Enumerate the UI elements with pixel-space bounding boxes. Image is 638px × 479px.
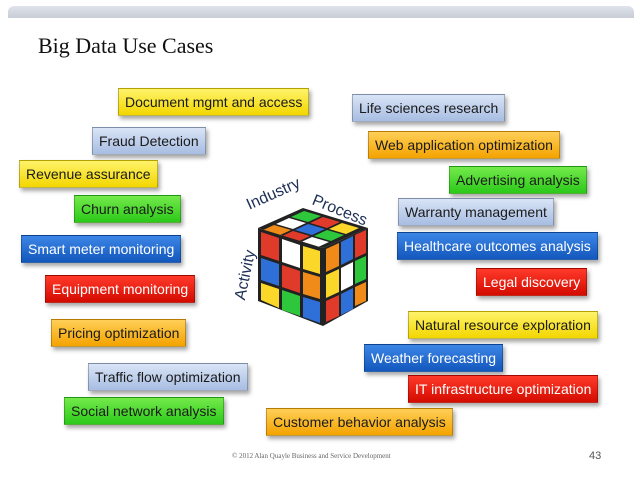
cube-top-face xyxy=(258,208,368,248)
tag-document-mgmt: Document mgmt and access xyxy=(118,88,310,116)
tag-traffic-flow: Traffic flow optimization xyxy=(88,363,248,391)
tag-warranty-management: Warranty management xyxy=(398,198,554,226)
tag-it-infrastructure: IT infrastructure optimization xyxy=(408,375,599,403)
tag-smart-meter: Smart meter monitoring xyxy=(21,235,182,263)
tag-advertising-analysis: Advertising analysis xyxy=(449,166,587,194)
copyright-footer: © 2012 Alan Quayle Business and Service … xyxy=(232,452,391,460)
tag-weather-forecasting: Weather forecasting xyxy=(364,344,504,372)
slide-title: Big Data Use Cases xyxy=(38,33,214,58)
rubiks-cube-diagram: Industry Process Activity xyxy=(228,175,388,336)
tag-churn-analysis: Churn analysis xyxy=(74,195,181,223)
tag-fraud-detection: Fraud Detection xyxy=(92,127,206,155)
tag-equipment-monitoring: Equipment monitoring xyxy=(45,275,196,303)
tag-revenue-assurance: Revenue assurance xyxy=(19,160,158,188)
tag-web-app-optimization: Web application optimization xyxy=(368,131,560,159)
tag-customer-behavior: Customer behavior analysis xyxy=(266,408,453,436)
header-bar xyxy=(8,6,634,18)
tag-life-sciences: Life sciences research xyxy=(352,94,506,122)
cube-right-face xyxy=(323,228,368,326)
page-number: 43 xyxy=(589,450,602,462)
tag-legal-discovery: Legal discovery xyxy=(476,268,588,296)
tag-natural-resource: Natural resource exploration xyxy=(408,311,598,339)
cube-left-face xyxy=(258,228,323,326)
tag-social-network: Social network analysis xyxy=(64,397,224,425)
tag-pricing-optimization: Pricing optimization xyxy=(51,319,187,347)
tag-healthcare-outcomes: Healthcare outcomes analysis xyxy=(397,232,598,260)
